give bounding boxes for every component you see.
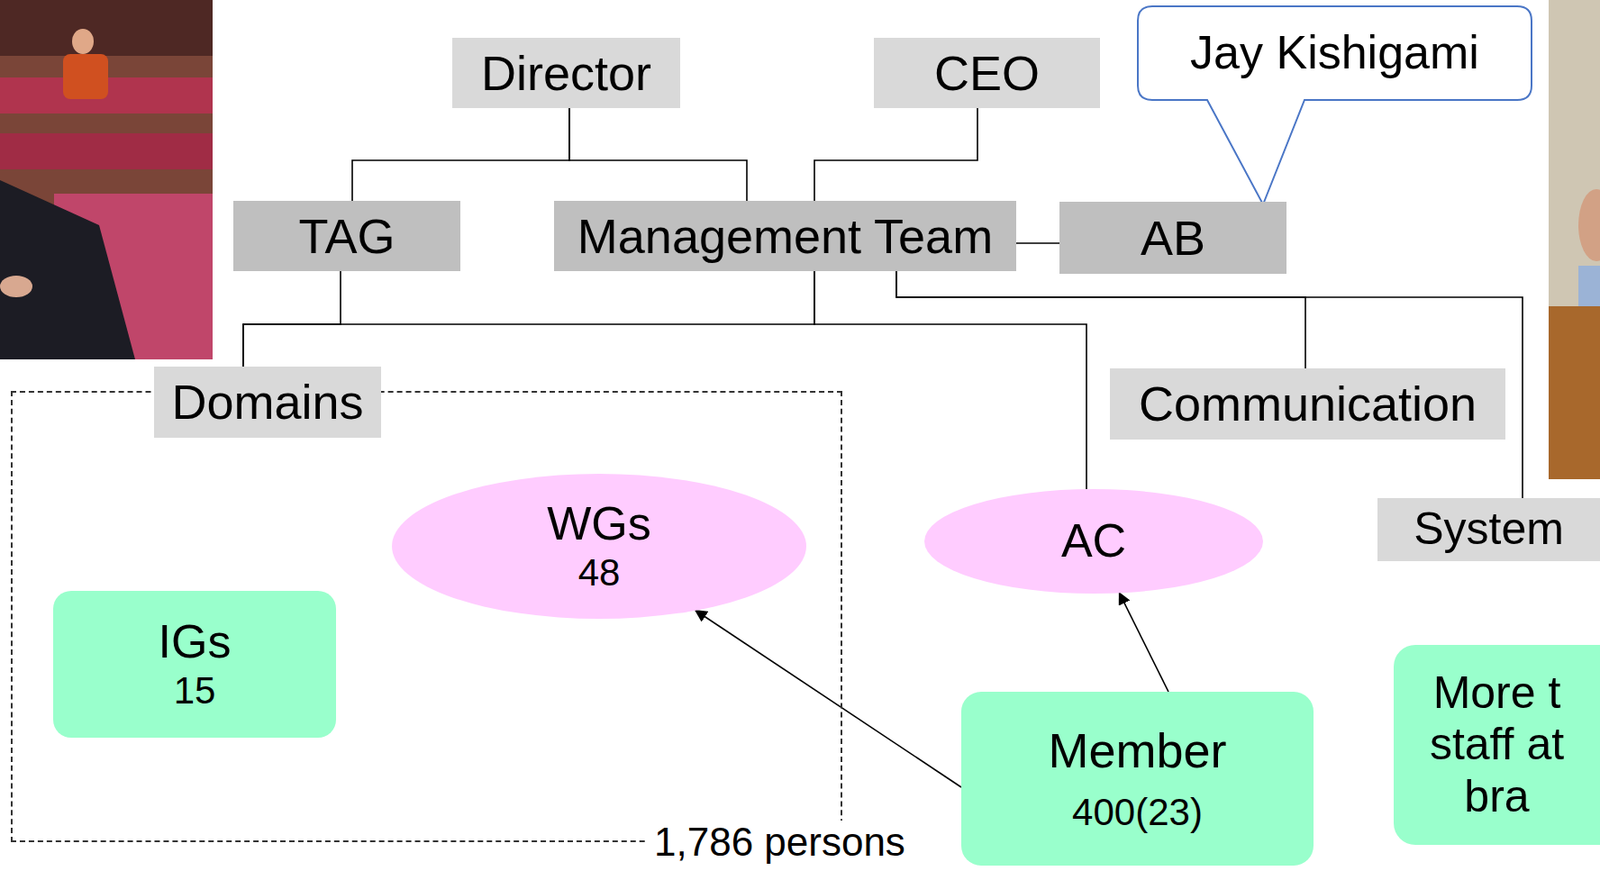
domains-region: Domains1,786 personsWGs48IGs15 [10, 390, 843, 843]
region-heading: Domains [171, 373, 364, 430]
ellipse-shape [391, 473, 807, 619]
photo-ground [0, 0, 213, 360]
director-box: Director [452, 37, 681, 109]
tag-box: TAG [233, 200, 461, 272]
face [1578, 189, 1600, 262]
box-label: TAG [299, 208, 396, 264]
left-photo [0, 0, 213, 360]
lectern [1548, 306, 1600, 480]
count-number: 48 [578, 551, 621, 595]
connector-line [352, 108, 570, 201]
box-label: Member [1047, 722, 1227, 779]
ac-ellipse: AC [924, 489, 1264, 594]
member-box: Member 400(23) [961, 691, 1314, 866]
box-label: IGs [158, 615, 232, 670]
box-label: AC [1061, 514, 1127, 569]
ig-box: IGs15 [53, 590, 337, 738]
box-label: Management Team [577, 208, 993, 264]
connector-line [1016, 242, 1060, 245]
shirt [1578, 265, 1600, 307]
box-label: WGs [546, 497, 652, 552]
hand [0, 275, 33, 298]
box-label: Director [481, 45, 652, 101]
connector-line [243, 271, 341, 367]
region-heading-box: Domains [154, 366, 382, 438]
management-box: Management Team [554, 200, 1017, 272]
figure-body [63, 54, 109, 100]
staff-box: More t staff at bra [1393, 645, 1600, 846]
connector-line [814, 108, 978, 201]
box-label: System [1413, 503, 1564, 556]
figure-head [72, 28, 94, 55]
box-label: CEO [934, 45, 1040, 101]
suit-figure [0, 180, 136, 360]
connector-arrow [1118, 592, 1169, 692]
count-number: 400(23) [1072, 790, 1203, 835]
name-callout: Jay Kishigami [1137, 6, 1532, 100]
box-label: AB [1140, 209, 1206, 266]
connector-line [243, 271, 815, 367]
box-label: Jay Kishigami [1190, 26, 1480, 81]
callout-shape [1137, 6, 1532, 205]
seat-row [0, 133, 213, 170]
connector-line [896, 271, 1306, 369]
right-photo [1548, 0, 1600, 480]
ceo-box: CEO [873, 37, 1100, 109]
photo-wall [0, 0, 213, 56]
wg-ellipse: WGs48 [391, 473, 807, 619]
connector-line [814, 271, 1087, 490]
ab-box: AB [1059, 201, 1287, 274]
system-box: System [1377, 498, 1600, 562]
count-number: 15 [173, 669, 217, 713]
count-note: 1,786 persons [646, 820, 913, 864]
communication-box: Communication [1109, 368, 1506, 440]
connector-line [569, 108, 747, 201]
ellipse-shape [924, 489, 1264, 594]
connector-arrow [695, 610, 962, 788]
box-label: More t staff at bra [1422, 667, 1572, 824]
connector-line [896, 271, 1523, 499]
box-label: Communication [1138, 375, 1477, 432]
